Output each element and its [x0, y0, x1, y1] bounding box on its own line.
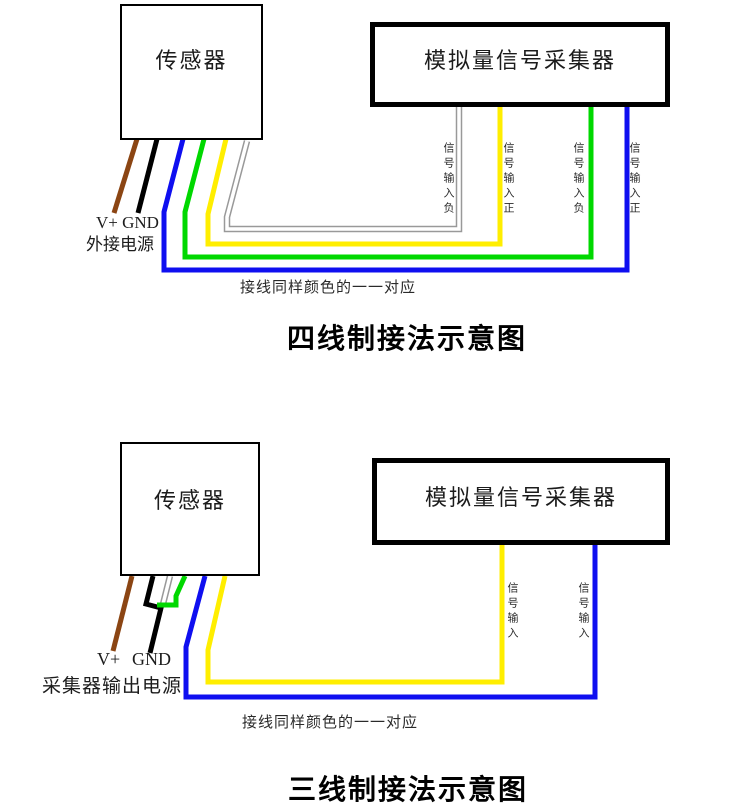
black-gnd-wire-1 [135, 138, 160, 214]
terminal-label-signal-in-blue-2: 信号输入 [577, 582, 589, 642]
black-gnd-wire-2 [142, 575, 165, 654]
power-label-gnd-2: GND [132, 649, 171, 669]
sensor-box-2: 传感器 [120, 442, 260, 576]
power-label-external-supply-1: 外接电源 [86, 235, 154, 254]
green-signal-wire-1 [182, 104, 594, 260]
collector-label-2: 模拟量信号采集器 [424, 485, 617, 510]
terminal-label-signal-in-negative-white: 信号输入负 [442, 142, 454, 217]
sensor-box-1: 传感器 [120, 4, 263, 140]
brown-power-wire-2 [110, 575, 135, 652]
caption-four-wire: 四线制接法示意图 [287, 324, 528, 355]
sensor-label-1: 传感器 [155, 48, 228, 73]
power-label-vplus-2: V+ [97, 649, 121, 669]
terminal-label-signal-in-positive-blue: 信号输入正 [628, 142, 640, 217]
blue-signal-wire-1 [161, 104, 630, 273]
white-jumper-wire-2 [161, 575, 172, 605]
terminal-label-signal-in-yellow-2: 信号输入 [506, 582, 518, 642]
green-jumper-wire-2 [157, 574, 188, 608]
white-signal-wire-1 [225, 104, 461, 231]
terminal-label-signal-in-negative-green: 信号输入负 [572, 142, 584, 217]
collector-box-2: 模拟量信号采集器 [372, 458, 670, 545]
caption-three-wire: 三线制接法示意图 [288, 775, 529, 806]
collector-box-1: 模拟量信号采集器 [370, 22, 670, 107]
sensor-label-2: 传感器 [153, 488, 226, 513]
brown-power-wire-1 [111, 138, 140, 214]
color-matching-note-2: 接线同样颜色的一一对应 [242, 715, 419, 731]
yellow-signal-wire-2 [205, 543, 505, 685]
power-label-vplus-gnd-1: V+ GND [96, 213, 159, 232]
blue-signal-wire-2 [183, 543, 598, 700]
power-label-collector-output-supply: 采集器输出电源 [42, 676, 183, 697]
yellow-signal-wire-1 [205, 104, 503, 247]
collector-label-1: 模拟量信号采集器 [423, 48, 616, 73]
four-wire-wiring [111, 104, 630, 273]
terminal-label-signal-in-positive-yellow: 信号输入正 [502, 142, 514, 217]
color-matching-note-1: 接线同样颜色的一一对应 [240, 280, 417, 296]
